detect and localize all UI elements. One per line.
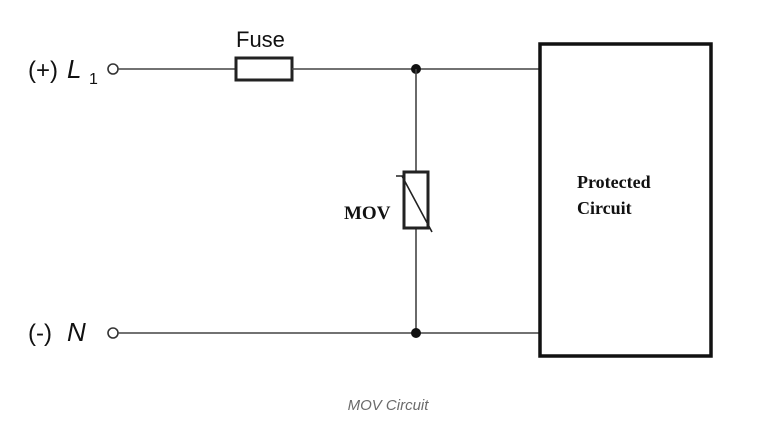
mov-symbol bbox=[402, 170, 430, 230]
protected-label-line1: Protected bbox=[577, 172, 651, 192]
figure-caption: MOV Circuit bbox=[347, 397, 429, 414]
terminal-bottom-polarity: (-) bbox=[28, 320, 52, 347]
terminal-top-polarity: (+) bbox=[28, 57, 58, 84]
terminal-top-node bbox=[107, 63, 119, 75]
terminal-top-name: L bbox=[67, 54, 81, 84]
terminal-bottom-node bbox=[107, 327, 119, 339]
protected-label-line2: Circuit bbox=[577, 198, 632, 218]
mov-circuit-diagram: (+) L 1 Fuse MOV (-) N Protected Circu bbox=[28, 27, 713, 358]
fuse-symbol bbox=[234, 56, 294, 82]
junction-bottom bbox=[411, 328, 421, 338]
fuse-label: Fuse bbox=[236, 27, 285, 52]
mov-label: MOV bbox=[344, 203, 391, 224]
mov-varistor-slash bbox=[396, 175, 433, 233]
terminal-top-subscript: 1 bbox=[89, 71, 98, 88]
terminal-bottom-name: N bbox=[67, 317, 86, 347]
protected-circuit-block bbox=[538, 42, 713, 358]
